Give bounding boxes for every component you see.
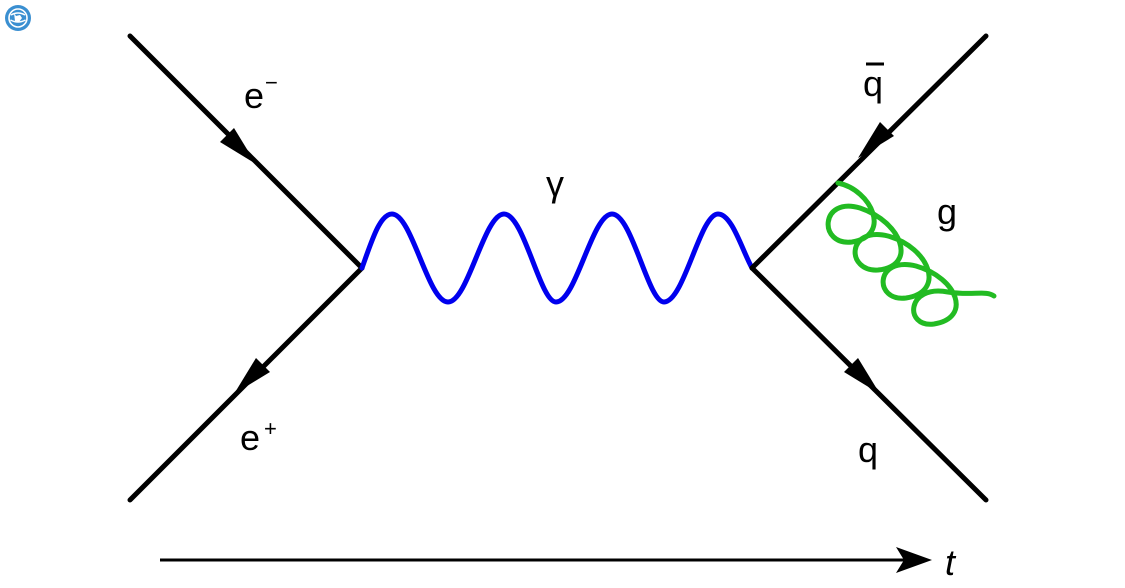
positron-label: e: [240, 417, 260, 458]
electron-arrow: [220, 128, 256, 164]
electron-charge-label: −: [265, 70, 278, 95]
gluon-line: [825, 180, 997, 327]
antiquark-arrow: [858, 122, 894, 158]
quark-label: q: [858, 429, 878, 470]
time-label: t: [945, 542, 957, 583]
quark-arrow: [844, 358, 880, 394]
gluon-label: g: [937, 191, 957, 232]
time-axis-arrowhead: [896, 547, 932, 573]
positron-charge-label: +: [264, 416, 277, 441]
photon-label: γ: [546, 163, 564, 204]
electron-label: e: [244, 75, 264, 116]
globe-logo-icon: [5, 5, 31, 31]
positron-arrow: [234, 358, 270, 394]
photon-propagator: [359, 211, 755, 305]
antiquark-line: [749, 33, 989, 271]
antiquark-label: q: [863, 63, 883, 104]
